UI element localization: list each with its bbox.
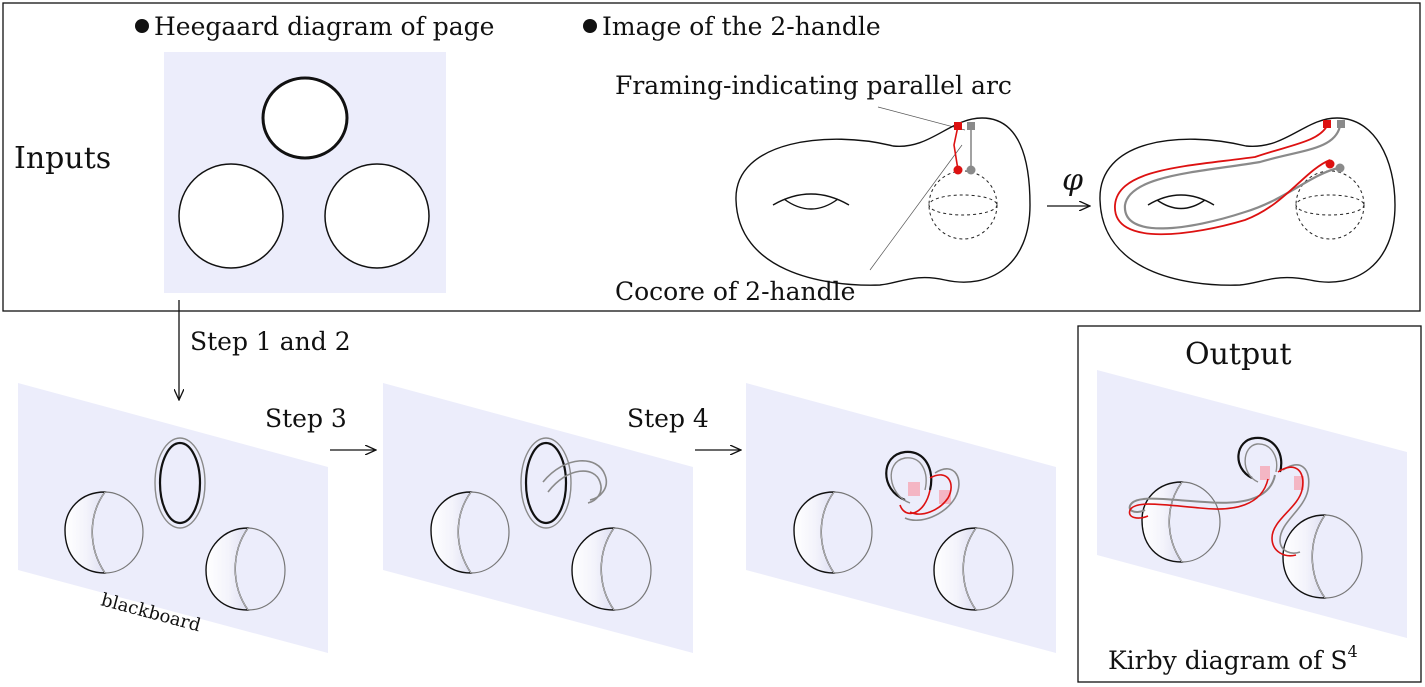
bullet-dot-heegaard: [135, 19, 149, 33]
step12-label: Step 1 and 2: [190, 327, 351, 356]
output-caption: Kirby diagram of S4: [1108, 642, 1358, 675]
output-caption-sup: 4: [1348, 642, 1358, 661]
board-step-2: [383, 383, 693, 653]
step3-label: Step 3: [265, 404, 347, 433]
output-title: Output: [1185, 337, 1292, 372]
heegaard-circle-top: [261, 76, 349, 160]
board-step-3: [746, 383, 1056, 653]
cocore-leader-line: [869, 144, 963, 271]
cocore-label: Cocore of 2-handle: [615, 277, 855, 306]
phi-symbol: φ: [1062, 163, 1083, 198]
heegaard-circle-left: [178, 163, 284, 269]
heegaard-circle-right: [324, 163, 430, 269]
framing-leader-line: [877, 106, 966, 131]
inputs-frame: [2, 2, 1421, 312]
output-caption-text: Kirby diagram of S: [1108, 646, 1348, 675]
framing-label: Framing-indicating parallel arc: [615, 71, 1012, 100]
handle-bullet-label: Image of the 2-handle: [602, 12, 881, 41]
handle-surface-before: [735, 117, 1031, 286]
output-frame: [1077, 325, 1422, 683]
heegaard-bullet-label: Heegaard diagram of page: [154, 12, 494, 41]
bullet-dot-handle: [583, 19, 597, 33]
handle-surface-after: [1099, 117, 1396, 286]
step4-label: Step 4: [627, 404, 709, 433]
board-step-1: [18, 383, 328, 653]
inputs-title: Inputs: [14, 141, 111, 176]
kirby-diagram: [1097, 370, 1407, 638]
